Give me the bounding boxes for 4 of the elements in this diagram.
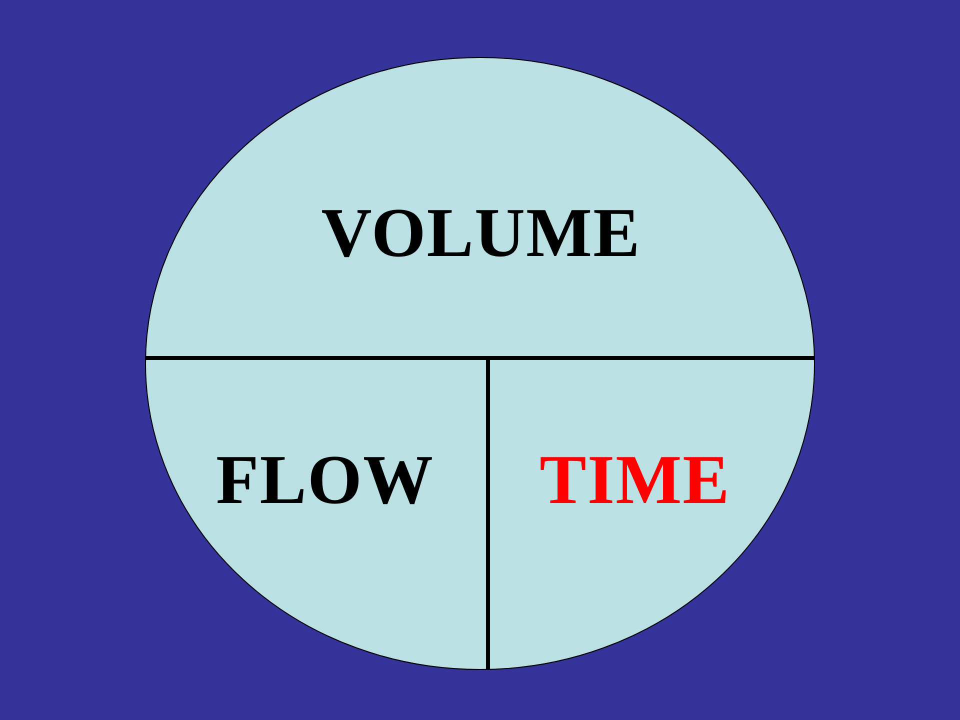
section-label: TIME [540, 446, 730, 516]
section-label: FLOW [216, 446, 434, 516]
section-label: VOLUME [321, 199, 641, 269]
divided-circle [145, 57, 815, 670]
